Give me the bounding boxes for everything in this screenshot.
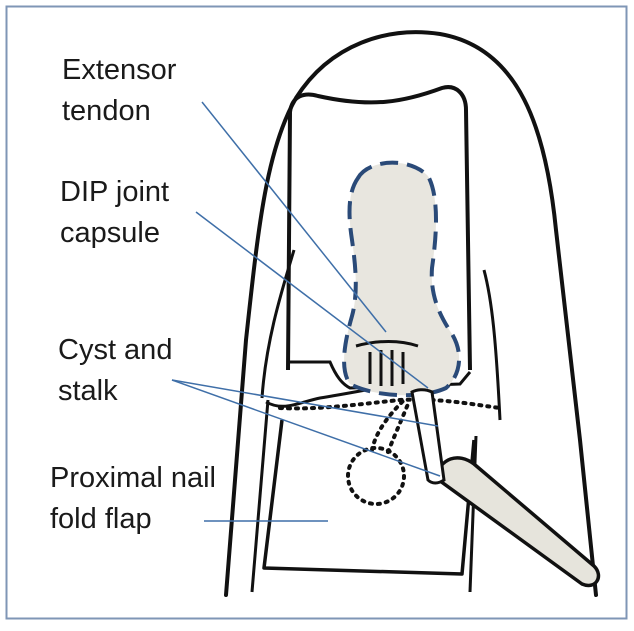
- right-nail-fold: [484, 270, 500, 420]
- label-cyst-and-stalk: Cyst and stalk: [58, 330, 172, 412]
- label-extensor-tendon: Extensor tendon: [62, 50, 176, 132]
- label-proximal-nail-fold-flap: Proximal nail fold flap: [50, 458, 216, 540]
- surgical-instrument: [436, 458, 598, 586]
- instrument-tip: [412, 390, 444, 483]
- label-dip-joint-capsule: DIP joint capsule: [60, 172, 169, 254]
- proximal-nail-fold-flap: [264, 420, 474, 574]
